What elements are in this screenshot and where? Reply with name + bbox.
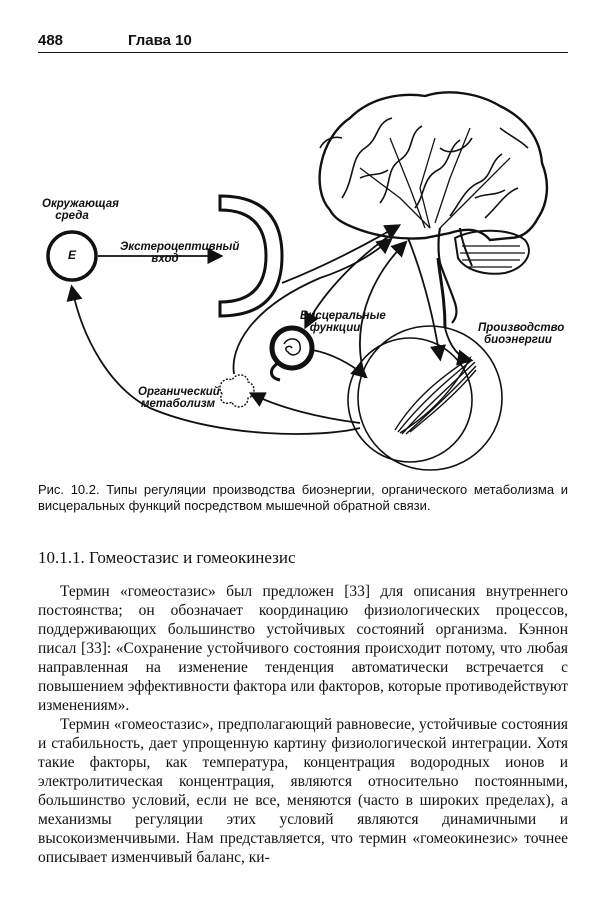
feedback-diagram <box>46 91 549 471</box>
organic-metabolism-label: Органический метаболизм <box>138 386 220 410</box>
paragraph-1: Термин «гомеостазис» был предложен [33] … <box>38 583 568 714</box>
visceral-organ-inner <box>283 338 301 356</box>
figure-caption: Рис. 10.2. Типы регуляции производства б… <box>38 482 568 513</box>
header-rule <box>38 52 568 53</box>
receptor-shape <box>218 194 284 318</box>
figure-10-2: Окружающая среда E Экстероцептивный вход… <box>20 78 590 473</box>
visceral-functions-label: Висцеральные функции <box>300 310 386 334</box>
cerebellum-drawing <box>453 229 530 275</box>
paragraph-2: Термин «гомеостазис», предполагающий рав… <box>38 716 568 866</box>
chapter-title: Глава 10 <box>128 32 192 49</box>
brain-drawing <box>318 91 549 324</box>
body-text: Термин «гомеостазис» был предложен [33] … <box>38 582 568 867</box>
page-number: 488 <box>38 32 64 49</box>
visceral-organ-tail <box>270 361 281 382</box>
nerve-fibers <box>359 127 511 229</box>
muscle-circle-front <box>357 325 503 471</box>
environment-node-circle <box>46 230 98 282</box>
exteroceptive-input-label: Экстероцептивный вход <box>120 241 240 265</box>
muscle-circle-back <box>347 337 473 463</box>
page-header: 488 Глава 10 <box>38 30 568 53</box>
visceral-organ-ring <box>269 325 315 371</box>
muscle-fiber <box>394 355 477 435</box>
brainstem <box>436 257 447 329</box>
metabolism-blob <box>219 374 255 408</box>
environment-label: Окружающая среда <box>42 198 119 222</box>
bioenergy-production-label: Производство биоэнергии <box>478 322 565 346</box>
section-heading: 10.1.1. Гомеостазис и гомеокинезис <box>38 548 296 567</box>
feedback-arrows <box>66 224 474 435</box>
environment-node-label: E <box>67 248 76 262</box>
